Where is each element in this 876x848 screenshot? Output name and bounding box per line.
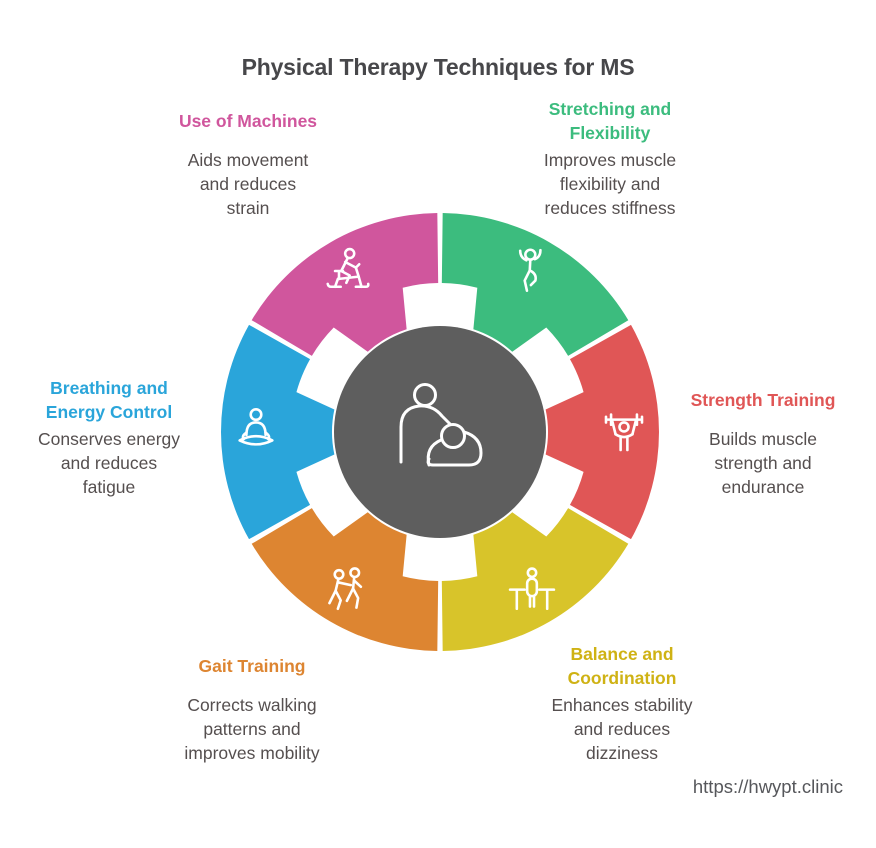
segment-stretch [441,213,629,356]
segment-breathing [221,324,335,540]
website-url: https://hwypt.clinic [692,776,843,797]
segment-label-stretching: Stretching and Flexibility Improves musc… [480,97,740,220]
segment-heading-gait: Gait Training [198,656,306,676]
segment-strength [545,324,659,540]
segment-label-gait: Gait Training Corrects walking patterns … [122,642,382,765]
page-title: Physical Therapy Techniques for MS [241,54,635,80]
segment-description-balance: Enhances stability and reduces dizziness [551,695,693,763]
segment-label-balance: Balance and Coordination Enhances stabil… [492,642,752,765]
segment-heading-strength: Strength Training [690,390,836,410]
segment-description-strength: Builds muscle strength and endurance [709,429,817,497]
segment-description-gait: Corrects walking patterns and improves m… [184,695,320,763]
segment-heading-stretching: Stretching and Flexibility [548,99,672,143]
segment-label-strength: Strength Training Builds muscle strength… [650,376,876,499]
segment-description-stretching: Improves muscle flexibility and reduces … [543,150,677,218]
segment-machines [251,213,439,356]
segment-label-machines: Use of Machines Aids movement and reduce… [118,97,378,220]
segment-heading-balance: Balance and Coordination [567,644,677,688]
segment-gait [251,508,439,651]
donut-segments [221,213,659,651]
center-circle [334,326,546,538]
segment-heading-machines: Use of Machines [178,111,318,131]
segment-heading-breathing: Breathing and Energy Control [45,378,173,422]
segment-description-breathing: Conserves energy and reduces fatigue [37,429,181,497]
segment-label-breathing: Breathing and Energy Control Conserves e… [0,376,218,499]
segment-description-machines: Aids movement and reduces strain [187,150,309,218]
